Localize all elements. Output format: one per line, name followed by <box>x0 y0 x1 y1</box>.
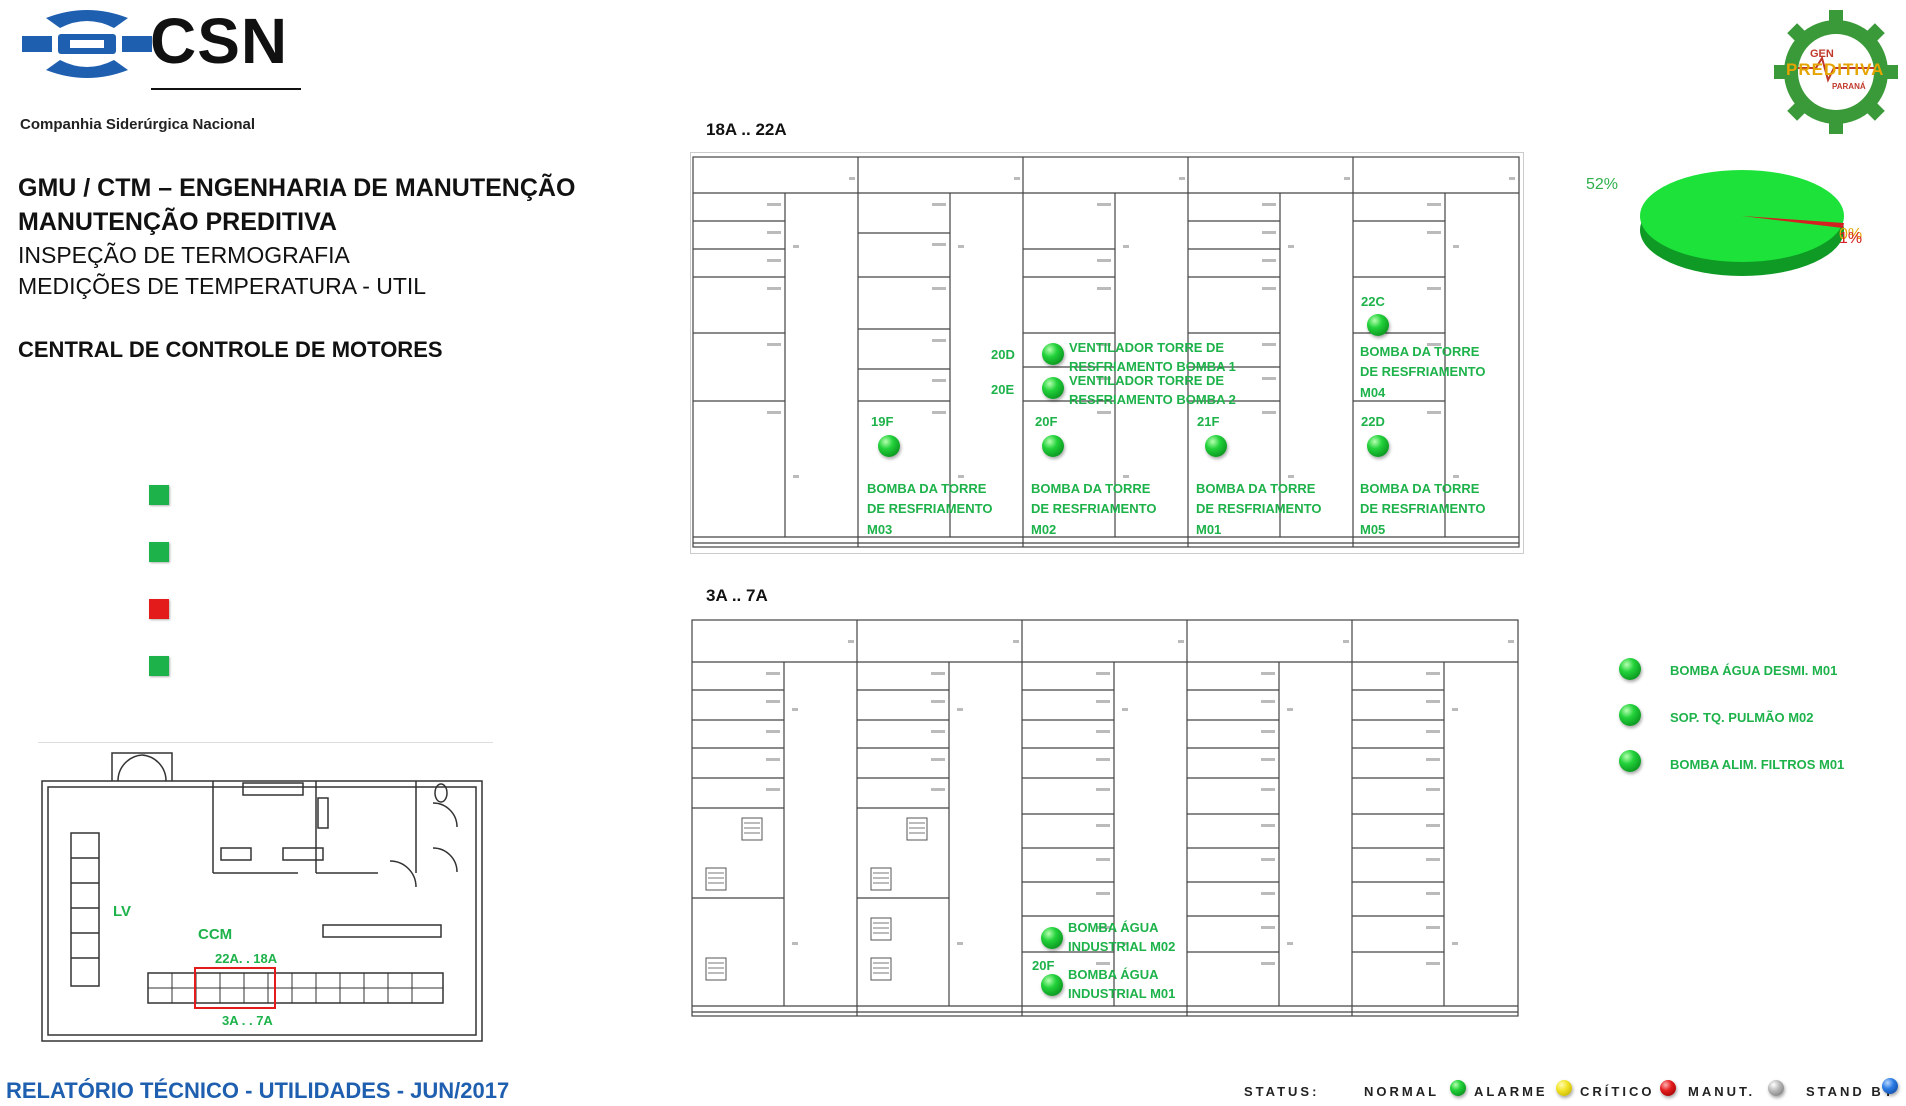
floor-range-top: 22A. . 18A <box>215 951 278 966</box>
status-alarme-label: ALARME <box>1474 1084 1548 1099</box>
cell-19f-label3: M03 <box>867 522 893 537</box>
cell-19f-label1: BOMBA DA TORRE <box>867 481 987 496</box>
cell-20d-label2: RESFRIAMENTO BOMBA 1 <box>1069 359 1236 374</box>
cell-id-22c: 22C <box>1361 294 1385 309</box>
pie-chart <box>1640 170 1844 276</box>
cell-20d-label1: VENTILADOR TORRE DE <box>1069 340 1225 355</box>
floor-plan-drawing <box>41 752 483 1042</box>
panel-top: 20D VENTILADOR TORRE DE RESFRIAMENTO BOM… <box>690 152 1524 554</box>
status-square-4 <box>149 656 169 676</box>
status-ball-20e[interactable] <box>1042 377 1064 399</box>
header-line2: MANUTENÇÃO PREDITIVA <box>18 208 337 236</box>
floor-range-bottom: 3A . . 7A <box>222 1013 273 1028</box>
status-alarme-icon <box>1556 1080 1572 1096</box>
status-legend: STATUS: NORMAL ALARME CRÍTICO MANUT. STA… <box>1244 1078 1904 1106</box>
gear-icon <box>1774 10 1898 134</box>
cell-20e-label2: RESFRIAMENTO BOMBA 2 <box>1069 392 1236 407</box>
preditiva-badge: GEN PREDITIVA PARANÁ <box>1774 10 1898 134</box>
status-ball-20d[interactable] <box>1042 343 1064 365</box>
cell-20e-label1: VENTILADOR TORRE DE <box>1069 373 1225 388</box>
status-critico-icon <box>1660 1080 1676 1096</box>
floor-plan: LV CCM 22A. . 18A 3A . . 7A <box>38 742 493 1048</box>
header-line3: INSPEÇÃO DE TERMOGRAFIA <box>18 242 350 268</box>
badge-top-text: GEN <box>1810 48 1834 60</box>
bomba-industrial-m01-label1: BOMBA ÁGUA <box>1068 967 1159 982</box>
section-title: CENTRAL DE CONTROLE DE MOTORES <box>18 337 443 362</box>
csn-brand-underline <box>151 88 301 90</box>
status-ball-bomba-agua-desmi[interactable] <box>1619 658 1641 680</box>
cell-20f-label2: DE RESFRIAMENTO <box>1031 501 1157 516</box>
ccm-highlight-box <box>194 967 276 1009</box>
status-manut-label: MANUT. <box>1688 1084 1756 1099</box>
status-normal-label: NORMAL <box>1364 1084 1440 1099</box>
bomba-industrial-m02-label2: INDUSTRIAL M02 <box>1068 939 1176 954</box>
pie-label-slice-b: 1% <box>1839 230 1863 247</box>
panel-bottom: BOMBA ÁGUA INDUSTRIAL M02 20F BOMBA ÁGUA… <box>690 618 1522 1018</box>
cell-22c-label3: M04 <box>1360 385 1386 400</box>
status-ball-bomba-industrial-m02[interactable] <box>1041 927 1063 949</box>
panel-bottom-drawing <box>691 619 1519 1017</box>
csn-brand: CSN <box>150 5 289 77</box>
badge-bottom-text: PARANÁ <box>1832 82 1866 91</box>
cell-20f-label3: M02 <box>1031 522 1057 537</box>
status-ball-20f[interactable] <box>1042 435 1064 457</box>
cell-22d-label2: DE RESFRIAMENTO <box>1360 501 1486 516</box>
status-ball-19f[interactable] <box>878 435 900 457</box>
cell-20f-label1: BOMBA DA TORRE <box>1031 481 1151 496</box>
cell-id-21f: 21F <box>1197 414 1220 429</box>
company-name: Companhia Siderúrgica Nacional <box>20 116 256 133</box>
header-line1: GMU / CTM – ENGENHARIA DE MANUTENÇÃO <box>18 174 576 202</box>
status-standby-icon <box>1882 1078 1898 1094</box>
panel-bottom-title: 3A .. 7A <box>706 586 768 605</box>
cell-22d-label1: BOMBA DA TORRE <box>1360 481 1480 496</box>
header-line4: MEDIÇÕES DE TEMPERATURA - UTIL <box>18 273 427 299</box>
status-label: STATUS: <box>1244 1084 1320 1099</box>
cell-22d-label3: M05 <box>1360 522 1386 537</box>
cell-id-20f-bottom: 20F <box>1032 958 1055 973</box>
status-ball-bomba-alim-filtros[interactable] <box>1619 750 1641 772</box>
bomba-industrial-m02-label1: BOMBA ÁGUA <box>1068 920 1159 935</box>
panel-top-drawing <box>692 156 1520 548</box>
floor-ccm-label: CCM <box>198 926 233 943</box>
cell-22c-label2: DE RESFRIAMENTO <box>1360 364 1486 379</box>
cell-id-20d: 20D <box>991 347 1015 362</box>
status-ball-bomba-industrial-m01[interactable] <box>1041 974 1063 996</box>
badge-text: PREDITIVA <box>1786 60 1885 79</box>
cell-id-19f: 19F <box>871 414 894 429</box>
cell-id-20e: 20E <box>991 382 1015 397</box>
right-item-2: SOP. TQ. PULMÃO M02 <box>1670 710 1814 725</box>
pie-label-slice-a: 0% <box>1839 226 1863 243</box>
report-title: RELATÓRIO TÉCNICO - UTILIDADES - JUN/201… <box>6 1078 510 1103</box>
bomba-industrial-m01-label2: INDUSTRIAL M01 <box>1068 986 1176 1001</box>
csn-logo-mark <box>22 10 152 78</box>
cell-21f-label3: M01 <box>1196 522 1222 537</box>
status-ball-sop-tq-pulmao[interactable] <box>1619 704 1641 726</box>
status-ball-22c[interactable] <box>1367 314 1389 336</box>
csn-logo: CSN <box>18 5 308 98</box>
floor-lv-label: LV <box>113 903 132 920</box>
cell-id-20f: 20F <box>1035 414 1058 429</box>
status-square-1 <box>149 485 169 505</box>
right-item-3: BOMBA ALIM. FILTROS M01 <box>1670 757 1845 772</box>
status-ball-22d[interactable] <box>1367 435 1389 457</box>
status-square-2 <box>149 542 169 562</box>
pie-label-main: 52% <box>1586 176 1619 193</box>
status-square-3 <box>149 599 169 619</box>
panel-top-title: 18A .. 22A <box>706 120 787 139</box>
cell-21f-label2: DE RESFRIAMENTO <box>1196 501 1322 516</box>
status-ball-21f[interactable] <box>1205 435 1227 457</box>
cell-22c-label1: BOMBA DA TORRE <box>1360 344 1480 359</box>
status-critico-label: CRÍTICO <box>1580 1084 1655 1099</box>
status-normal-icon <box>1450 1080 1466 1096</box>
cell-21f-label1: BOMBA DA TORRE <box>1196 481 1316 496</box>
cell-19f-label2: DE RESFRIAMENTO <box>867 501 993 516</box>
status-standby-label: STAND BY <box>1806 1084 1896 1099</box>
right-item-1: BOMBA ÁGUA DESMI. M01 <box>1670 663 1838 678</box>
status-pie: 52% 0% 1% <box>1586 160 1863 280</box>
status-manut-icon <box>1768 1080 1784 1096</box>
cell-id-22d: 22D <box>1361 414 1385 429</box>
